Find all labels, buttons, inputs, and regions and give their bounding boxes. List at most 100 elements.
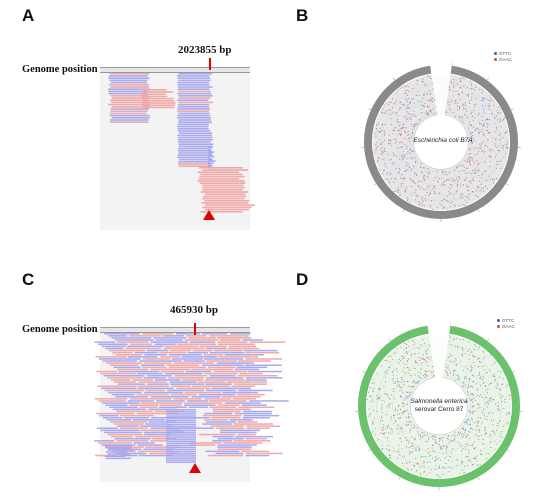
scatter-point bbox=[476, 425, 478, 427]
scatter-point bbox=[407, 391, 409, 394]
scatter-point bbox=[370, 401, 372, 403]
scatter-point bbox=[446, 199, 448, 201]
scatter-point bbox=[392, 152, 394, 154]
read bbox=[204, 358, 244, 360]
scatter-point bbox=[372, 390, 374, 392]
scatter-point bbox=[398, 413, 400, 415]
scatter-point bbox=[464, 104, 466, 107]
scatter-point bbox=[413, 438, 415, 440]
read bbox=[144, 391, 184, 394]
read bbox=[210, 425, 244, 427]
scatter-point bbox=[480, 453, 482, 455]
scatter-point bbox=[412, 339, 414, 341]
scatter-point bbox=[395, 407, 397, 409]
scatter-point bbox=[382, 108, 384, 110]
read bbox=[162, 335, 185, 337]
scatter-point bbox=[408, 461, 410, 464]
scatter-point bbox=[403, 404, 405, 406]
scatter-point bbox=[488, 435, 491, 437]
read bbox=[154, 343, 176, 345]
scatter-point bbox=[409, 113, 411, 115]
scatter-point bbox=[404, 131, 406, 133]
scatter-point bbox=[461, 192, 463, 195]
scatter-point bbox=[490, 397, 492, 399]
scatter-point bbox=[464, 376, 466, 378]
scatter-point bbox=[501, 401, 503, 403]
scatter-point bbox=[388, 397, 390, 399]
scatter-point bbox=[471, 84, 473, 86]
scatter-point bbox=[479, 464, 481, 466]
scatter-point bbox=[372, 379, 374, 381]
scatter-point bbox=[478, 435, 480, 437]
scatter-point bbox=[469, 162, 471, 164]
scatter-point bbox=[457, 377, 459, 380]
scatter-point bbox=[471, 93, 473, 95]
scatter-point bbox=[420, 100, 422, 102]
scatter-point bbox=[455, 79, 457, 81]
scatter-point bbox=[472, 406, 474, 408]
scatter-point bbox=[483, 170, 485, 173]
read bbox=[202, 197, 245, 200]
read bbox=[111, 337, 152, 339]
scatter-point bbox=[504, 118, 506, 120]
scatter-point bbox=[471, 399, 473, 401]
read bbox=[145, 446, 180, 448]
scatter-point bbox=[428, 455, 430, 457]
scatter-point bbox=[489, 155, 491, 157]
scatter-point bbox=[418, 180, 420, 182]
scatter-point bbox=[449, 440, 451, 442]
scatter-point bbox=[449, 89, 451, 91]
scatter-point bbox=[489, 119, 491, 121]
scatter-point bbox=[473, 405, 475, 407]
scatter-point bbox=[408, 440, 410, 442]
scatter-point bbox=[402, 431, 404, 433]
read bbox=[174, 375, 208, 377]
scatter-point bbox=[467, 385, 469, 387]
scatter-point bbox=[413, 381, 415, 383]
scatter-point bbox=[390, 394, 393, 396]
scatter-point bbox=[368, 415, 370, 417]
scatter-point bbox=[376, 410, 378, 413]
scatter-point bbox=[394, 409, 396, 411]
scatter-point bbox=[409, 152, 411, 154]
scatter-point bbox=[416, 79, 418, 81]
scatter-point bbox=[411, 168, 413, 170]
scatter-point bbox=[453, 374, 455, 376]
scatter-point bbox=[408, 91, 410, 93]
read bbox=[216, 446, 252, 448]
scatter-point bbox=[402, 392, 404, 394]
scatter-point bbox=[479, 180, 481, 182]
scatter-point bbox=[461, 450, 463, 452]
read bbox=[232, 398, 256, 400]
read bbox=[139, 360, 182, 362]
scatter-point bbox=[419, 120, 421, 122]
scatter-point bbox=[423, 455, 425, 457]
scatter-point bbox=[481, 88, 483, 90]
scatter-point bbox=[398, 433, 400, 435]
scatter-point bbox=[507, 422, 509, 424]
scatter-point bbox=[502, 425, 504, 427]
scatter-point bbox=[464, 180, 466, 182]
read bbox=[137, 385, 169, 387]
read bbox=[166, 451, 196, 453]
scatter-point bbox=[411, 442, 414, 444]
scatter-point bbox=[465, 177, 467, 179]
scatter-point bbox=[377, 396, 379, 398]
scatter-point bbox=[451, 354, 453, 357]
scatter-point bbox=[473, 356, 476, 358]
read bbox=[166, 455, 196, 457]
scatter-point bbox=[436, 206, 438, 209]
scatter-point bbox=[440, 438, 442, 440]
scatter-point bbox=[452, 111, 454, 114]
scatter-point bbox=[504, 132, 506, 134]
legend-d: GTTC GAAC bbox=[497, 318, 515, 330]
scatter-point bbox=[492, 180, 494, 182]
read bbox=[106, 419, 132, 421]
read bbox=[109, 79, 148, 82]
read bbox=[134, 351, 158, 354]
scatter-point bbox=[479, 130, 481, 132]
scatter-point bbox=[425, 373, 427, 375]
scatter-point bbox=[421, 112, 423, 114]
scatter-point bbox=[452, 460, 454, 462]
scatter-point bbox=[412, 445, 414, 447]
